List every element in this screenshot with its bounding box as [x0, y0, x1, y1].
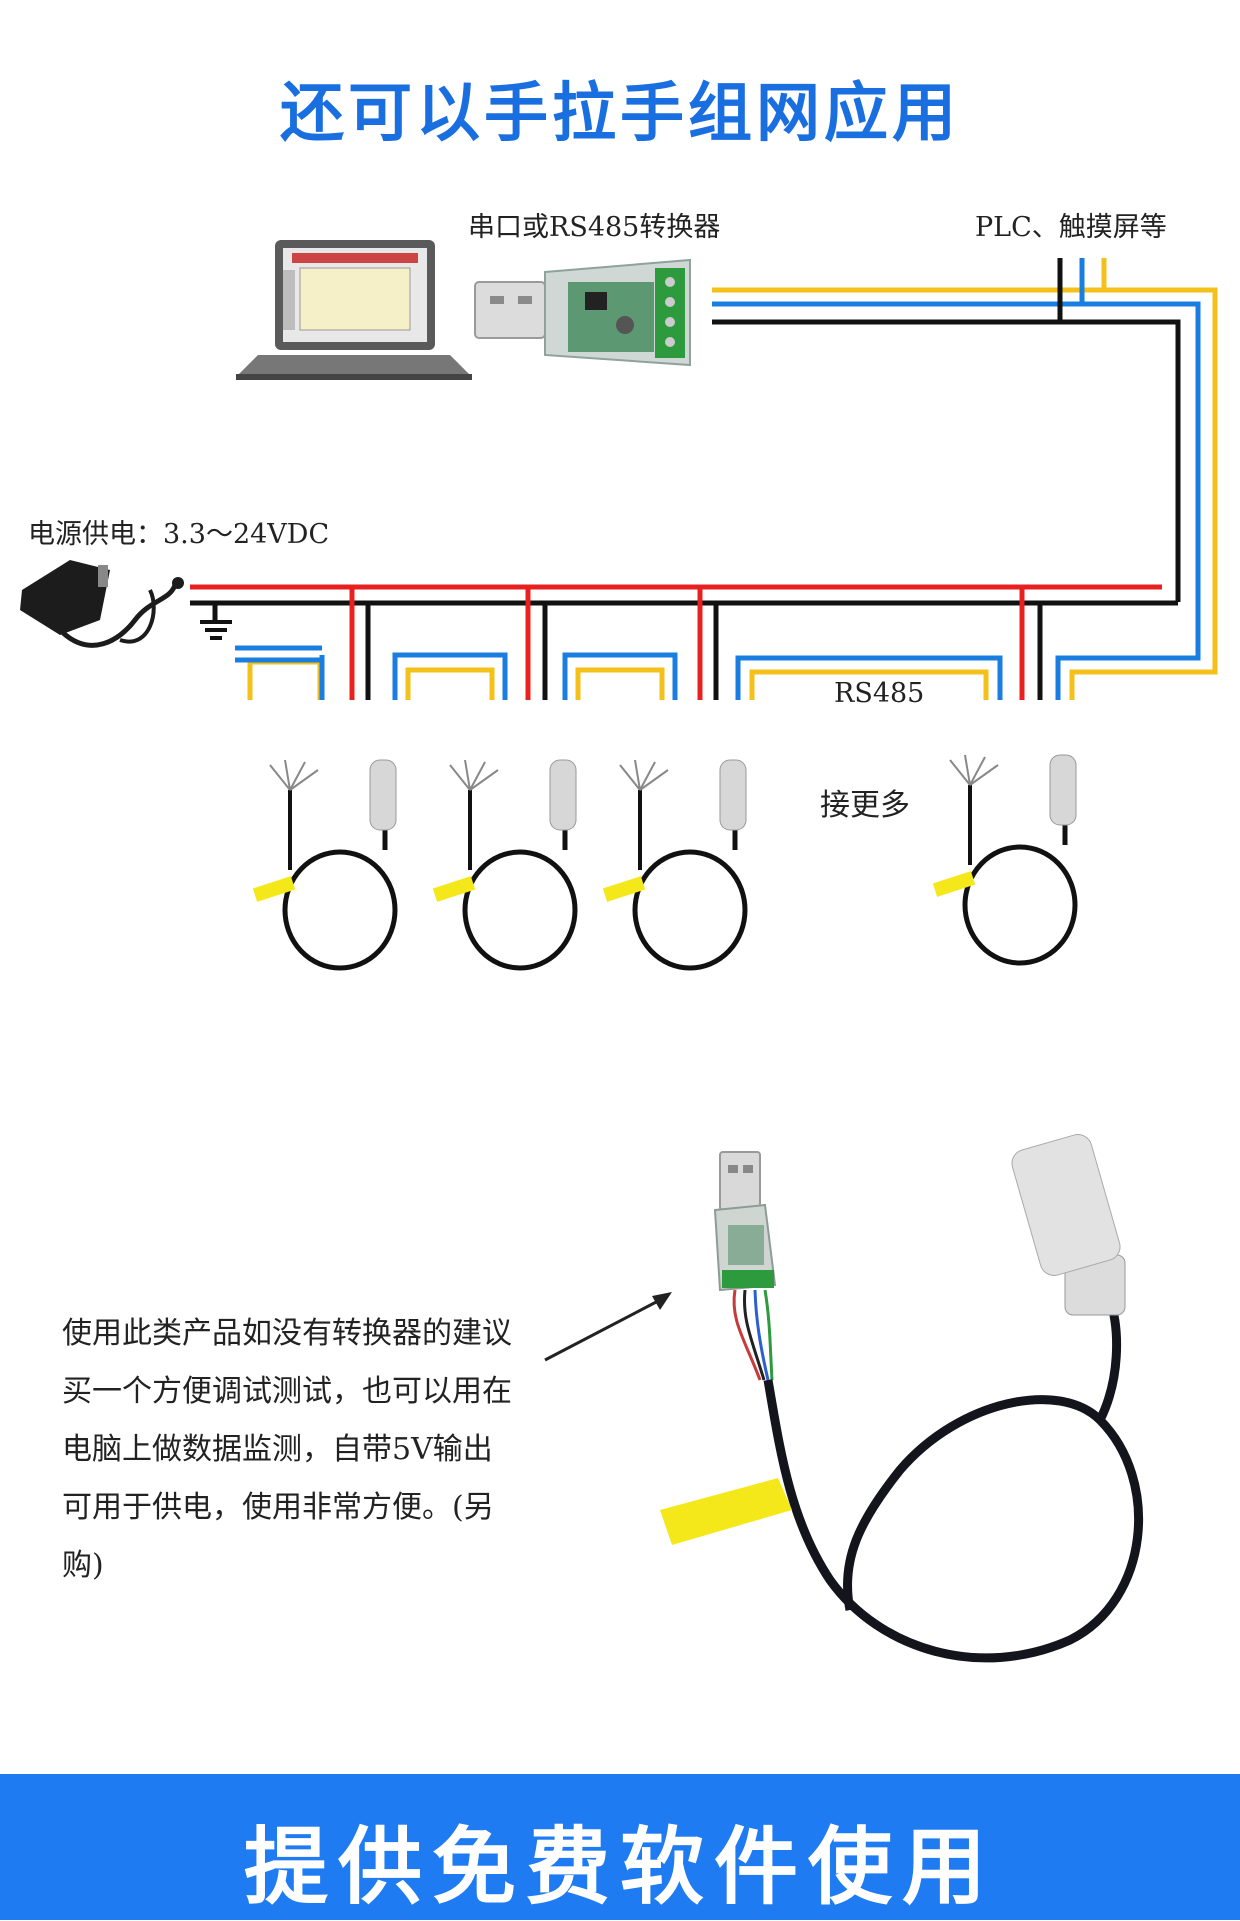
- converter-label: 串口或RS485转换器: [468, 212, 721, 243]
- ground-symbol-icon: [200, 620, 232, 640]
- power-label: 电源供电：3.3～24VDC: [28, 519, 330, 550]
- plc-label: PLC、触摸屏等: [975, 212, 1167, 243]
- usb-cable-icon: [660, 1134, 1144, 1663]
- bottom-banner: [0, 1774, 1240, 1920]
- usb-rs485-converter-icon: [474, 258, 691, 367]
- rs485-label: RS485: [830, 678, 929, 709]
- more-label: 接更多: [820, 788, 910, 823]
- note-text: 使用此类产品如没有转换器的建议买一个方便调试测试，也可以用在电脑上做数据监测，自…: [62, 1316, 512, 1583]
- page-title: 还可以手拉手组网应用: [280, 77, 960, 151]
- laptop-icon: [236, 240, 472, 380]
- bottom-title: 提供免费软件使用: [243, 1818, 996, 1916]
- sensor-drops: [235, 587, 1043, 700]
- top-bus-wires: [712, 258, 1218, 700]
- sensor-probe-icon: [252, 754, 1078, 971]
- arrow-icon: [544, 1292, 672, 1362]
- power-bus: [190, 584, 1178, 620]
- power-adapter-icon: [20, 560, 184, 648]
